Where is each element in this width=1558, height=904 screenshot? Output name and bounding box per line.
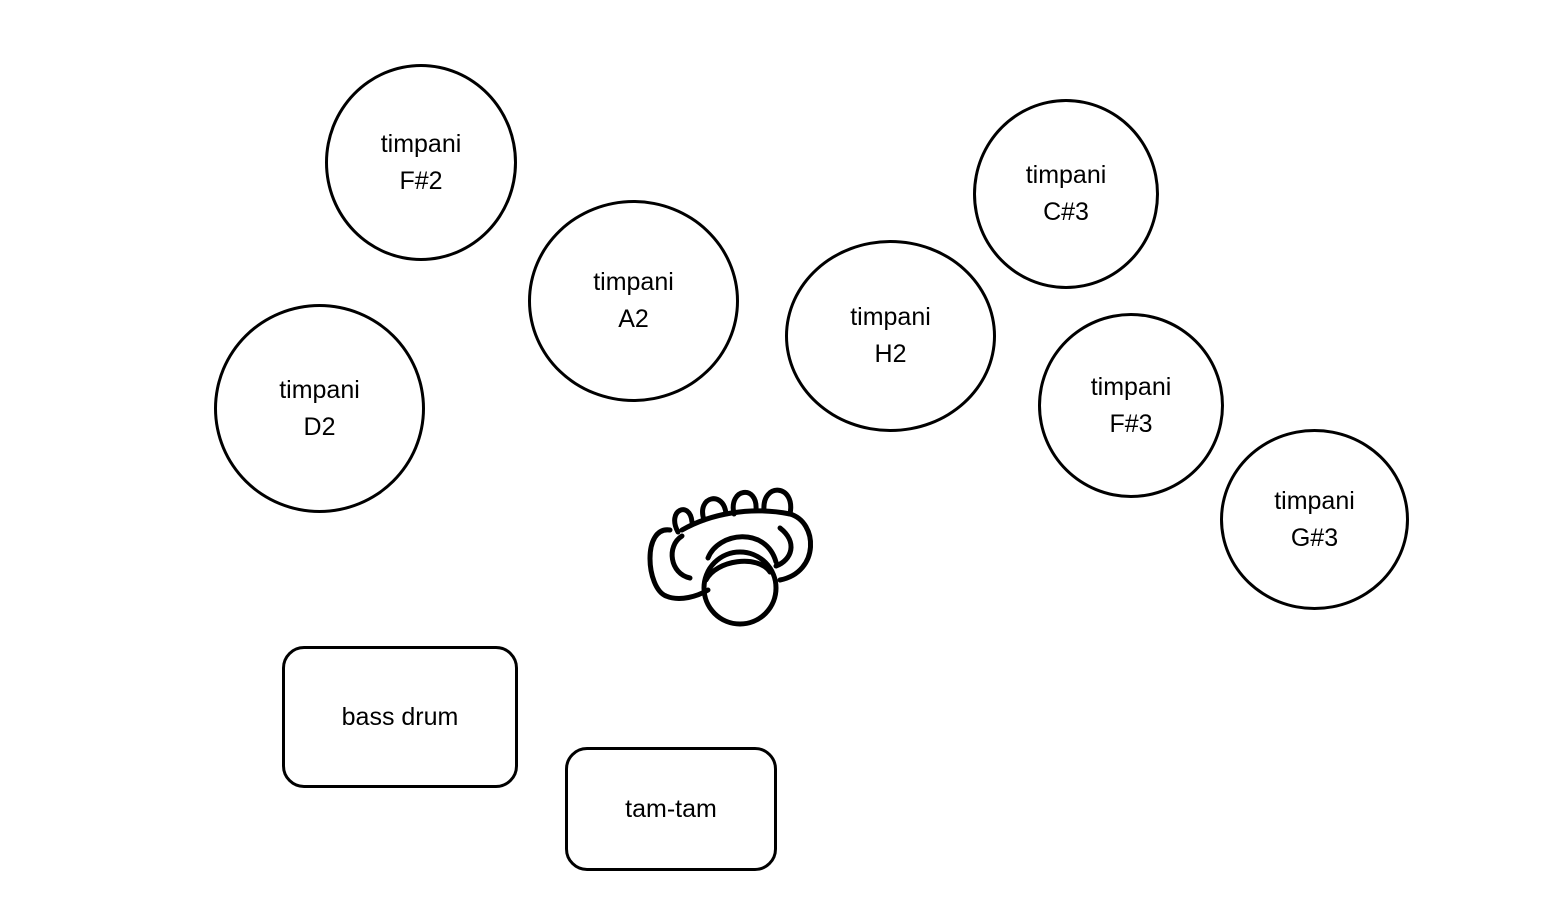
head-outline [703, 558, 773, 583]
arm-outline [773, 525, 794, 569]
head-outline [701, 549, 779, 627]
arm-outline [777, 511, 814, 583]
tam-tam-box: tam-tam [565, 747, 777, 871]
pitch-label: C#3 [1043, 198, 1089, 226]
finger-shape [672, 507, 695, 535]
bass-drum-box: bass drum [282, 646, 518, 788]
bass-drum-label: bass drum [341, 702, 459, 731]
instrument-label: timpani [593, 268, 674, 296]
instrument-label: timpani [279, 375, 360, 404]
instrument-label: timpani [380, 129, 462, 158]
instrument-label: timpani [1090, 372, 1172, 401]
pitch-label: F#3 [1109, 409, 1153, 438]
instrument-label: timpani [850, 303, 931, 331]
timpani-drum: timpani F#3 [1038, 313, 1224, 498]
pitch-label: G#3 [1290, 523, 1339, 552]
pitch-label: H2 [874, 340, 907, 368]
hand-outline [679, 508, 793, 533]
timpani-drum: timpani D2 [214, 304, 425, 513]
timpani-drum: timpani A2 [528, 200, 739, 402]
finger-shape [700, 496, 729, 523]
timpani-drum: timpani G#3 [1220, 429, 1409, 610]
instrument-label: timpani [1025, 161, 1107, 189]
timpani-drum: timpani F#2 [325, 64, 517, 261]
finger-shape [730, 490, 759, 517]
torso-outline [705, 534, 779, 565]
pitch-label: D2 [303, 412, 336, 441]
tam-tam-label: tam-tam [625, 794, 717, 823]
performer-icon [647, 487, 814, 627]
timpani-drum: timpani C#3 [973, 99, 1159, 289]
arm-outline [647, 527, 711, 601]
timpani-drum: timpani H2 [785, 240, 996, 432]
pitch-label: A2 [618, 305, 649, 333]
arm-outline [669, 533, 693, 581]
pitch-label: F#2 [399, 166, 443, 195]
finger-shape [761, 487, 794, 517]
instrument-label: timpani [1274, 486, 1355, 515]
